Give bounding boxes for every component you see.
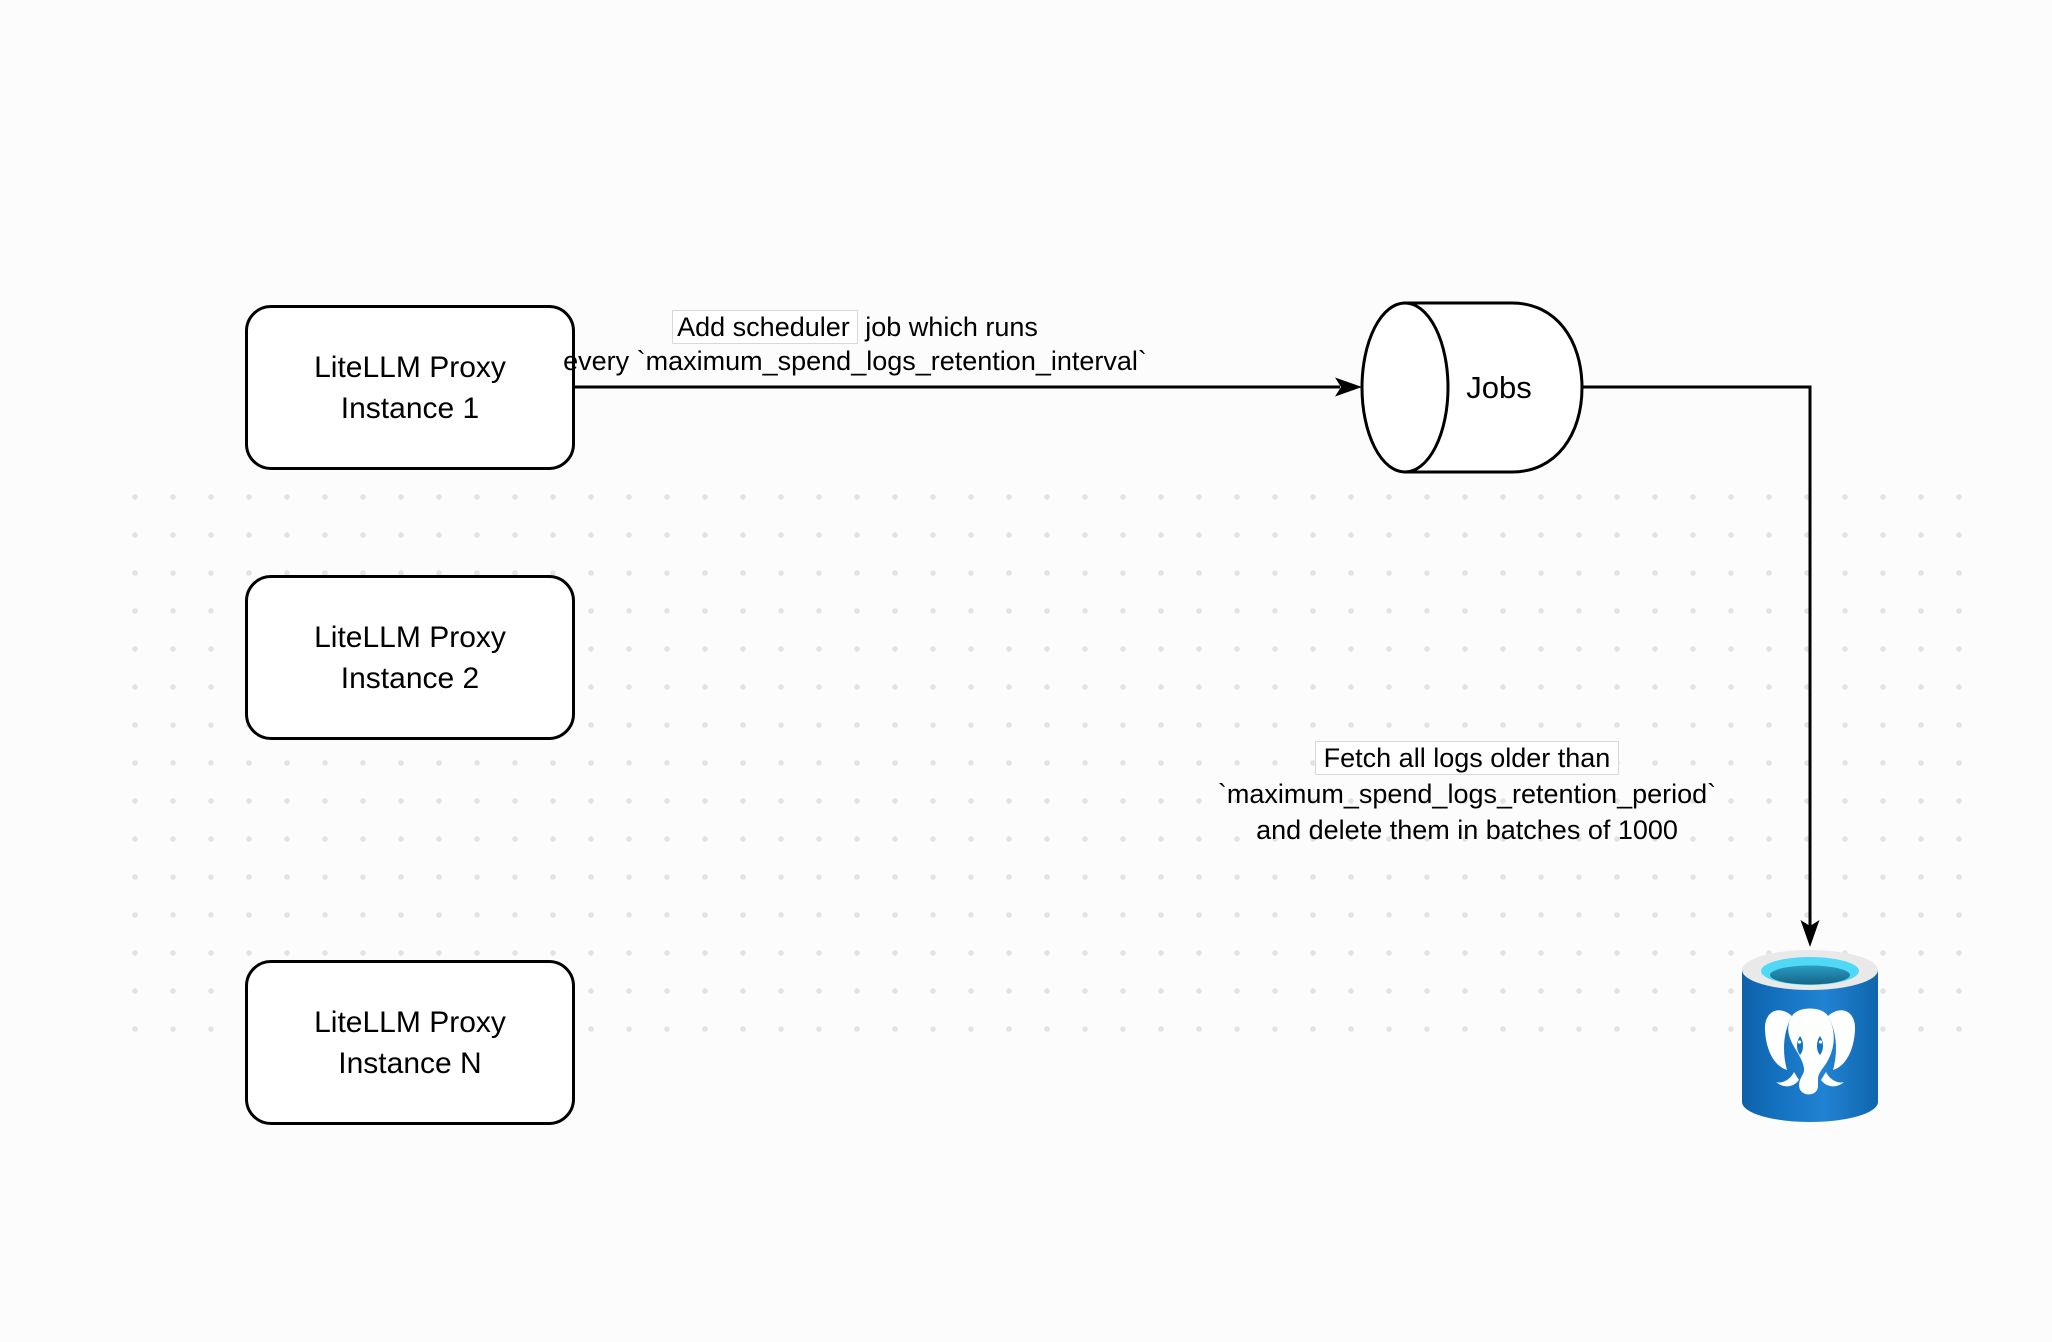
edge-label-fetch-delete: Fetch all logs older than `maximum_spend… <box>1202 740 1732 848</box>
node-litellm-proxy-instance-1: LiteLLM Proxy Instance 1 <box>245 305 575 470</box>
jobs-node-label: Jobs <box>1466 370 1532 405</box>
edge-label-add-scheduler: Add scheduler job which runs every `maxi… <box>530 310 1180 378</box>
postgres-elephant-icon <box>1764 1008 1856 1095</box>
node-label-line: LiteLLM Proxy <box>314 1005 506 1039</box>
edge-label-line: `maximum_spend_logs_retention_period` <box>1217 779 1717 809</box>
edge-label-line: every `maximum_spend_logs_retention_inte… <box>563 346 1147 376</box>
node-litellm-proxy-instance-2: LiteLLM Proxy Instance 2 <box>245 575 575 740</box>
node-label-line: LiteLLM Proxy <box>314 620 506 654</box>
jobs-cylinder-shape <box>1360 301 1584 474</box>
node-litellm-proxy-instance-n: LiteLLM Proxy Instance N <box>245 960 575 1125</box>
edge-label-text: Add scheduler <box>672 310 858 344</box>
postgresql-database-icon <box>1742 950 1878 1122</box>
arrowhead-right-icon <box>1335 377 1362 397</box>
edge-label-text: Fetch all logs older than <box>1314 741 1620 775</box>
node-label-line: LiteLLM Proxy <box>314 350 506 384</box>
edge-label-line: and delete them in batches of 1000 <box>1256 815 1678 845</box>
edge-fetch-delete-line <box>1582 385 1812 926</box>
node-label-line: Instance 2 <box>340 661 480 695</box>
edge-label-text: job which runs <box>857 312 1038 342</box>
arrowhead-down-icon <box>1800 920 1820 947</box>
edge-label-line: Add scheduler job which runs <box>530 310 1180 344</box>
edge-label-line: Fetch all logs older than <box>1202 740 1732 776</box>
node-label-line: Instance 1 <box>340 391 480 425</box>
node-label-line: Instance N <box>338 1046 482 1080</box>
